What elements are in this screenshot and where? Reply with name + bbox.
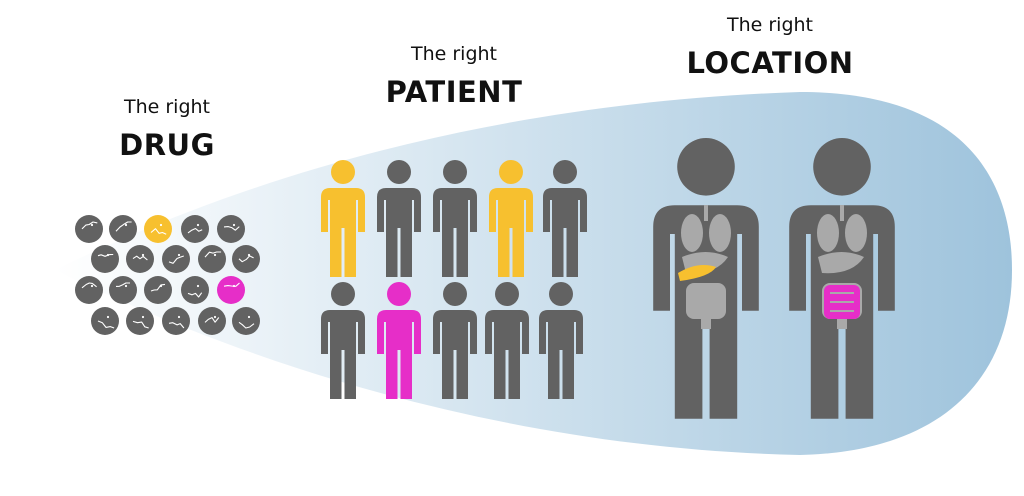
- molecule-icon: [198, 245, 226, 273]
- focus-beam: [55, 92, 1012, 455]
- person-icon: [377, 160, 421, 277]
- molecule-icon: [181, 215, 209, 243]
- human-body-organs-icon: [653, 138, 759, 419]
- person-icon: [539, 282, 583, 399]
- drug-subtitle: The right: [123, 96, 211, 118]
- molecule-icon: [232, 245, 260, 273]
- molecule-icon: [91, 307, 119, 335]
- human-body-organs-icon: [789, 138, 895, 419]
- person-icon: [321, 160, 365, 277]
- location-heading: LOCATION: [686, 46, 854, 80]
- molecule-icon: [109, 276, 137, 304]
- molecule-icon: [126, 245, 154, 273]
- person-icon: [489, 160, 533, 277]
- patient-subtitle: The right: [410, 43, 498, 65]
- molecule-icon: [144, 276, 172, 304]
- molecule-icon: [181, 276, 209, 304]
- person-icon: [485, 282, 529, 399]
- molecule-icon: [162, 245, 190, 273]
- person-icon: [433, 282, 477, 399]
- molecule-icon: [91, 245, 119, 273]
- molecule-icon: [109, 215, 137, 243]
- location-bodies: [653, 138, 895, 419]
- molecule-icon: [217, 215, 245, 243]
- molecule-icon: [126, 307, 154, 335]
- patient-group: [321, 160, 587, 399]
- patient-heading: PATIENT: [385, 75, 523, 109]
- molecule-icon: [232, 307, 260, 335]
- molecule-icon: [217, 276, 245, 304]
- molecule-icon: [144, 215, 172, 243]
- molecule-icon: [198, 307, 226, 335]
- molecule-icon: [162, 307, 190, 335]
- pancreas-highlight: [678, 265, 716, 281]
- molecule-icon: [75, 276, 103, 304]
- location-subtitle: The right: [726, 14, 814, 36]
- molecule-icon: [75, 215, 103, 243]
- drug-heading: DRUG: [119, 128, 215, 162]
- person-icon: [433, 160, 477, 277]
- person-icon: [321, 282, 365, 399]
- drug-molecule-grid: [75, 215, 260, 335]
- person-icon: [543, 160, 587, 277]
- person-icon: [377, 282, 421, 399]
